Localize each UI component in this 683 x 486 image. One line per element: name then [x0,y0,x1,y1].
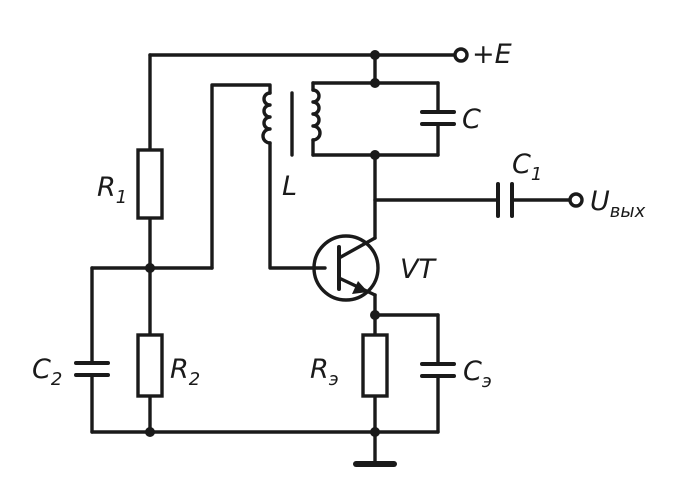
terminal-output [568,192,584,208]
transistor-vt [312,234,380,302]
capacitor-c [420,110,456,126]
junction-dot [370,150,380,160]
label-r2: R2 [170,354,200,390]
junction-dot [145,427,155,437]
wires [90,53,572,465]
capacitor-c1 [496,182,514,218]
transistor-envelope [312,234,380,302]
capacitor-ce [420,362,456,378]
inductor-tank-winding [311,88,322,142]
resistor-r2 [136,333,164,398]
capacitor-c2 [74,361,110,377]
transformer-l [261,88,322,157]
wire-feedback-left [210,83,272,270]
junction-dot [370,50,380,60]
junction-dot [370,427,380,437]
terminal-power [453,47,469,63]
junction-dots [145,50,380,437]
label-ce: Cэ [463,356,492,392]
wire-feedback-base [268,141,327,270]
junction-dot [370,310,380,320]
label-r1: R1 [97,172,127,208]
label-c2: C2 [32,354,62,390]
transistor-emitter-arrow [352,281,368,294]
label-inductor: L [282,171,297,202]
inductor-feedback-winding [261,91,272,145]
junction-dot [145,263,155,273]
label-re: Rэ [310,354,339,390]
label-power: +E [472,39,512,70]
label-output: Uвых [590,186,646,222]
label-transistor: VT [400,254,437,285]
label-c1: C1 [512,149,542,185]
junction-dot [370,78,380,88]
resistor-r1 [136,148,164,220]
label-c: C [462,104,481,135]
resistor-re [361,333,389,398]
transistor-collector-lead [337,236,377,260]
